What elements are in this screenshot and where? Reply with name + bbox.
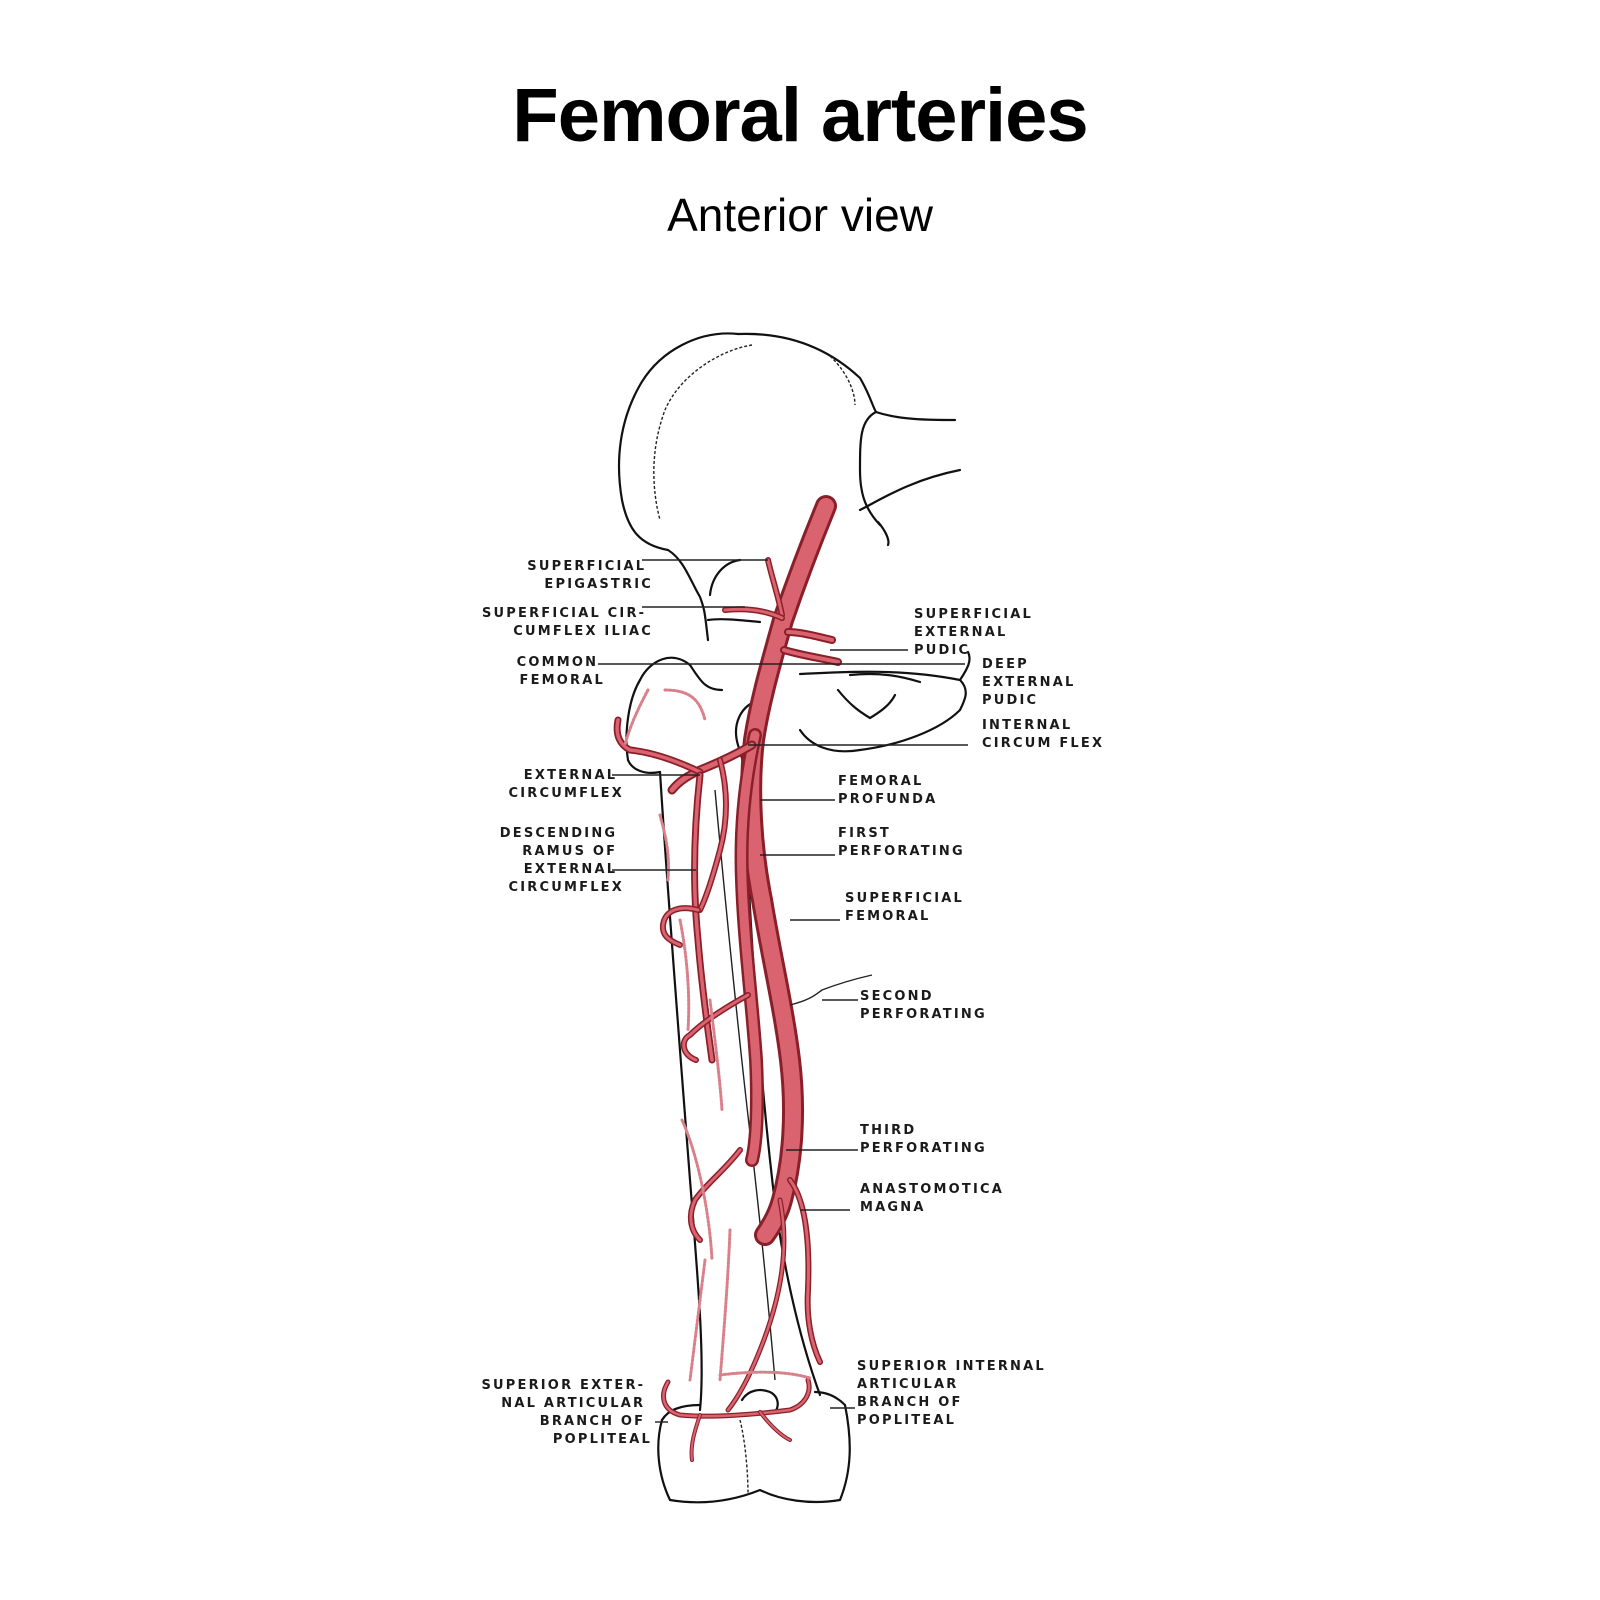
label-internal-circumflex: INTERNAL CIRCUM FLEX <box>982 718 1104 751</box>
label-superficial-epigastric: SUPERFICIAL EPIGASTRIC <box>527 559 653 592</box>
label-common-femoral: COMMON FEMORAL <box>517 655 605 688</box>
artery-network <box>613 495 842 1462</box>
leader-lines <box>598 559 968 1423</box>
pelvis-outline <box>617 332 971 753</box>
label-femoral-profunda: FEMORAL PROFUNDA <box>838 774 937 807</box>
femur-outline <box>625 656 851 1504</box>
label-first-perforating: FIRST PERFORATING <box>838 826 965 859</box>
label-descending-ramus: DESCENDING RAMUS OF EXTERNAL CIRCUMFLEX <box>500 826 624 895</box>
labels-right: SUPERFICIAL EXTERNAL PUDIC DEEP EXTERNAL… <box>838 607 1104 1428</box>
page-subtitle: Anterior view <box>667 189 933 241</box>
label-superficial-circumflex-iliac: SUPERFICIAL CIR- CUMFLEX ILIAC <box>482 606 653 639</box>
page-title: Femoral arteries <box>512 73 1088 158</box>
label-second-perforating: SECOND PERFORATING <box>860 989 987 1022</box>
label-superficial-femoral: SUPERFICIAL FEMORAL <box>845 891 971 924</box>
label-superior-internal-articular: SUPERIOR INTERNAL ARTICULAR BRANCH OF PO… <box>857 1359 1053 1428</box>
label-third-perforating: THIRD PERFORATING <box>860 1123 987 1156</box>
label-superficial-external-pudic: SUPERFICIAL EXTERNAL PUDIC <box>914 607 1040 658</box>
label-external-circumflex: EXTERNAL CIRCUMFLEX <box>509 768 625 801</box>
label-superior-external-articular: SUPERIOR EXTER- NAL ARTICULAR BRANCH OF … <box>481 1378 652 1447</box>
label-deep-external-pudic: DEEP EXTERNAL PUDIC <box>982 657 1082 708</box>
label-anastomotica-magna: ANASTOMOTICA MAGNA <box>860 1182 1011 1215</box>
labels-left: SUPERFICIAL EPIGASTRIC SUPERFICIAL CIR- … <box>481 559 653 1447</box>
